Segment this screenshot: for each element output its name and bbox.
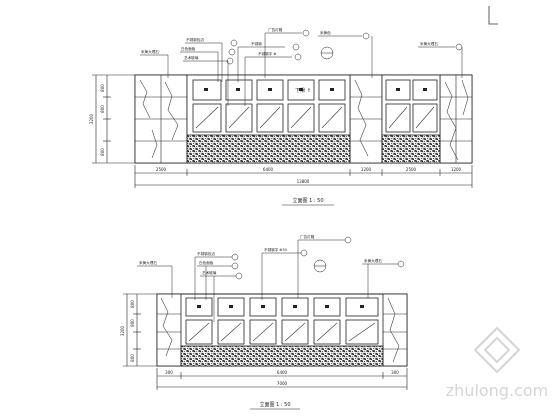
elevation-drawing-2: 800 3200 800 800 300 6400 300 7000 xyxy=(120,234,408,410)
dim-v1-a: 800 xyxy=(100,84,105,92)
dim-h1-e: 1200 xyxy=(451,167,462,172)
watermark-logo-icon xyxy=(473,326,521,374)
callout-1-marble-right: 米黄大理石 xyxy=(420,41,438,46)
dim-h1-c: 1200 xyxy=(361,167,372,172)
callout-2-marble-right: 米黄大理石 xyxy=(364,258,382,263)
dim-v1-c: 800 xyxy=(100,148,105,156)
dim-h2-b: 6400 xyxy=(277,370,288,375)
watermark: zhulong.com xyxy=(446,326,548,400)
callout-1-steel-edge: 不锈钢包边 xyxy=(186,37,204,42)
dim-h1-a: 2500 xyxy=(156,167,167,172)
callout-1-steel-letters: 不锈钢字 Φ xyxy=(258,51,277,56)
dim-h1-total: 13800 xyxy=(297,179,310,184)
dim-h2-a: 300 xyxy=(165,370,173,375)
marble-panel-left xyxy=(134,74,188,164)
dim-h2-c: 300 xyxy=(391,370,399,375)
dim-h1-b: 6400 xyxy=(263,167,274,172)
vertical-dimension-1 xyxy=(92,74,135,164)
dim-h2-total: 7000 xyxy=(277,381,288,386)
dim-h1-d: 2500 xyxy=(406,167,417,172)
stone-base-1b xyxy=(381,134,441,164)
callout-1-white-panel: 白色面板 xyxy=(181,46,196,51)
callout-2-art-glass: 艺术玻璃 xyxy=(202,270,217,275)
sign-boxes-2 xyxy=(185,297,379,317)
dim-v1-b: 800 xyxy=(100,105,105,113)
callout-2-steel-edge: 不锈钢包边 xyxy=(197,251,215,256)
marble-panel-2-right xyxy=(382,293,408,367)
glass-windows-2 xyxy=(185,319,379,345)
dim-v2-a: 800 xyxy=(130,300,135,308)
marble-panel-2-left xyxy=(156,293,182,367)
callout-1-art-glass: 艺术玻璃 xyxy=(184,55,199,60)
sign-boxes-1 xyxy=(192,79,438,101)
dim-v1-total: 3200 xyxy=(89,113,94,124)
door-label: 下滑 ↑ xyxy=(295,87,311,94)
callouts-1 xyxy=(140,29,463,106)
stone-base-1 xyxy=(186,134,351,164)
callout-2-white-panel: 白色面板 xyxy=(199,260,214,265)
callout-1-beige: 米黄色 xyxy=(320,30,331,35)
marble-panel-right xyxy=(439,74,473,164)
callout-1-lightbox: 广告灯箱 xyxy=(268,27,283,32)
corner-mark xyxy=(488,6,498,25)
callout-2-marble: 米黄大理石 xyxy=(139,260,157,265)
glass-windows-1 xyxy=(192,103,438,133)
callout-2-steel-letters: 不锈钢字 Φ30 xyxy=(264,247,288,252)
stone-base-2 xyxy=(180,345,384,367)
dim-v2-b: 800 xyxy=(130,319,135,327)
callout-1-marble: 米黄大理石 xyxy=(141,49,159,54)
drawing-2-title: 立面图 1 : 50 xyxy=(260,401,291,408)
horizontal-dimension-2 xyxy=(156,368,408,390)
elevation-drawing-1: 下滑 ↑ 800 3200 800 800 2500 xyxy=(89,27,473,206)
dim-v2-c: 800 xyxy=(130,354,135,362)
callouts-2 xyxy=(137,236,405,322)
drawing-1-title: 立面图 1 : 50 xyxy=(293,197,324,204)
watermark-site: zhulong.com xyxy=(446,381,548,400)
horizontal-dimension-1 xyxy=(134,165,473,188)
callout-1-steel: 不锈钢 xyxy=(251,41,262,46)
callout-2-lightbox: 广告灯箱 xyxy=(300,234,315,239)
vertical-dimension-2 xyxy=(123,293,157,367)
dim-v2-total: 3200 xyxy=(120,325,125,336)
marble-panel-mid xyxy=(349,74,383,164)
